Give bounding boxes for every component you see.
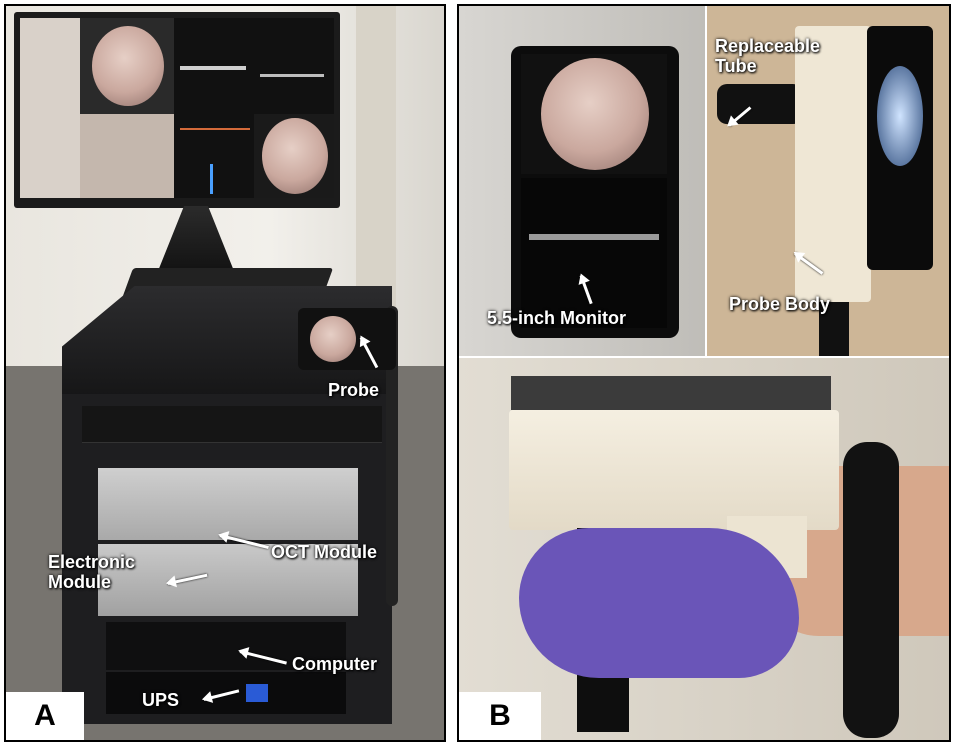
oct-module-panel [98,468,358,540]
computer-unit [106,622,346,670]
screen-spectrum-plot [174,114,254,198]
label-monitor: 5.5-inch Monitor [487,308,626,328]
probe-body-housing [795,26,871,302]
probe-housing-front [509,410,839,530]
probe-handle-dark [819,302,849,356]
desktop-monitor [14,12,340,208]
probe-screen-side [867,26,933,270]
software-control-panel [20,18,80,198]
monitor-closeup-photo [459,6,705,356]
probe-device [298,308,396,370]
label-oct-module: OCT Module [271,542,377,562]
probe-side-photo [707,6,949,356]
screen-fundus-view-2 [254,114,334,198]
monitor-screen [20,18,334,198]
label-probe: Probe [328,380,380,400]
cable-bundle [386,306,398,606]
small-monitor-fundus [521,54,667,174]
electronic-module-panel [98,544,358,616]
small-monitor-oct [521,178,667,328]
small-monitor-device [511,46,679,338]
panel-letter-a: A [6,692,84,740]
rack-unit-1 [82,406,382,443]
label-computer: Computer [292,654,377,674]
panel-b-probe-photos: 5.5-inch Monitor Replaceable Tube Probe … [457,4,951,742]
cable-coil [843,442,899,738]
hand-holding-probe-photo [459,358,949,740]
purple-glove [519,528,799,678]
panel-letter-b: B [459,692,541,740]
screen-fundus-view [80,18,174,114]
label-probe-body: Probe Body [729,294,831,314]
screen-oct-bscan-1 [174,18,254,114]
label-replaceable-tube: Replaceable Tube [715,36,821,76]
panel-a-cart-photo: Probe OCT Module Electronic Module Compu… [4,4,446,742]
label-ups: UPS [142,690,180,710]
screen-oct-bscan-2 [254,18,334,114]
probe-circuit-board [511,376,831,410]
label-electronic-module: Electronic Module [48,552,136,592]
